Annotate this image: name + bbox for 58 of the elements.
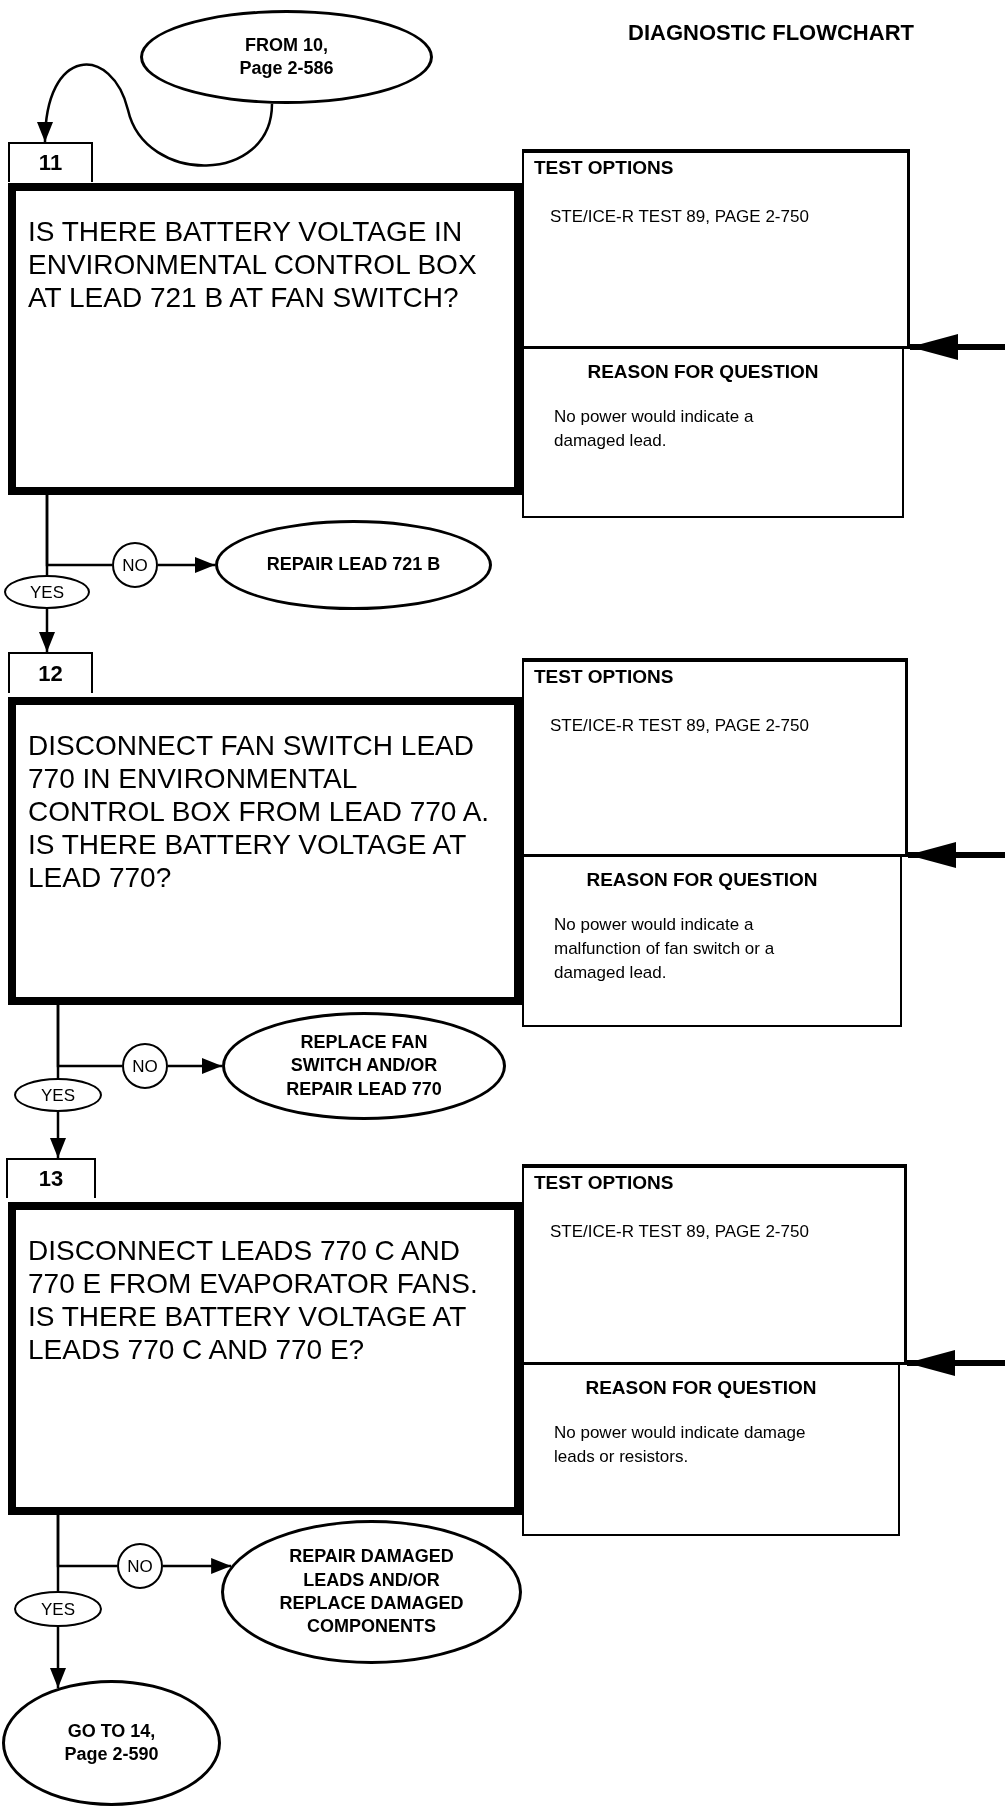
panel-text: STE/ICE-R TEST 89, PAGE 2-750 bbox=[550, 1221, 810, 1243]
arrow bbox=[910, 334, 1005, 360]
step-number-tab bbox=[8, 142, 93, 182]
panel-heading: TEST OPTIONS bbox=[534, 666, 675, 688]
arrow bbox=[50, 1627, 66, 1689]
terminal-text: FROM 10, Page 2-586 bbox=[238, 33, 335, 80]
arrow bbox=[163, 1558, 232, 1574]
answer-text: NO bbox=[132, 1057, 158, 1075]
reason-panel bbox=[522, 349, 904, 518]
answer-circle bbox=[112, 542, 158, 588]
step-number-tab bbox=[6, 1158, 96, 1198]
arrow bbox=[158, 557, 215, 573]
step-number-tab bbox=[8, 652, 93, 693]
panel-heading: REASON FOR QUESTION bbox=[584, 1377, 818, 1399]
question-text: DISCONNECT LEADS 770 C AND 770 E FROM EVAPORATOR FANS. IS THERE BATTERY VOLTAGE AT LEADS 770 C AND 770 E? bbox=[28, 1234, 479, 1367]
terminal-text: REPAIR DAMAGED LEADS AND/OR REPLACE DAMAGED COMPONENTS bbox=[278, 1545, 465, 1639]
step-number: 12 bbox=[38, 660, 63, 687]
answer-text: NO bbox=[127, 1557, 153, 1575]
test-options-panel bbox=[522, 658, 908, 857]
panel-text: No power would indicate a malfunction of fan switch or a damaged lead. bbox=[554, 914, 776, 984]
answer-circle bbox=[117, 1543, 163, 1589]
connector-line bbox=[56, 1515, 60, 1591]
arrow bbox=[907, 1350, 1005, 1376]
arrow bbox=[38, 63, 274, 167]
diagram-title: DIAGNOSTIC FLOWCHART bbox=[628, 20, 914, 46]
terminal-text: REPLACE FAN SWITCH AND/OR REPAIR LEAD 770 bbox=[285, 1030, 443, 1101]
panel-heading: TEST OPTIONS bbox=[534, 1172, 675, 1194]
reason-panel bbox=[522, 857, 902, 1027]
panel-heading: REASON FOR QUESTION bbox=[585, 869, 819, 891]
arrow bbox=[908, 842, 1005, 868]
terminal-text: GO TO 14, Page 2-590 bbox=[63, 1719, 160, 1766]
terminal-text: REPAIR LEAD 721 B bbox=[265, 553, 442, 577]
panel-text: STE/ICE-R TEST 89, PAGE 2-750 bbox=[550, 206, 810, 228]
question-box bbox=[8, 183, 522, 495]
step-number: 13 bbox=[38, 1166, 64, 1192]
connector-line bbox=[45, 495, 49, 575]
answer-circle bbox=[122, 1043, 168, 1089]
question-box bbox=[8, 1202, 522, 1515]
reason-panel bbox=[522, 1365, 900, 1536]
answer-text: YES bbox=[41, 1600, 75, 1618]
question-text: IS THERE BATTERY VOLTAGE IN ENVIRONMENTAL CONTROL BOX AT LEAD 721 B AT FAN SWITCH? bbox=[28, 215, 478, 315]
panel-text: No power would indicate a damaged lead. bbox=[554, 406, 755, 452]
test-options-panel bbox=[522, 1164, 907, 1365]
answer-text: YES bbox=[30, 583, 64, 601]
arrow bbox=[50, 1112, 66, 1158]
answer-text: NO bbox=[122, 556, 148, 574]
panel-heading: TEST OPTIONS bbox=[534, 157, 675, 179]
connector-line bbox=[56, 1005, 60, 1078]
test-options-panel bbox=[522, 149, 910, 349]
arrow bbox=[39, 609, 55, 652]
step-number: 11 bbox=[38, 150, 63, 176]
arrow bbox=[168, 1058, 222, 1074]
panel-text: STE/ICE-R TEST 89, PAGE 2-750 bbox=[550, 715, 810, 737]
question-box bbox=[8, 697, 522, 1005]
answer-text: YES bbox=[41, 1086, 75, 1104]
panel-text: No power would indicate damage leads or resistors. bbox=[554, 1422, 807, 1468]
question-text: DISCONNECT FAN SWITCH LEAD 770 IN ENVIRONMENTAL CONTROL BOX FROM LEAD 770 A. IS THERE BATTERY VOLTAGE AT LEAD 770? bbox=[28, 729, 491, 895]
panel-heading: REASON FOR QUESTION bbox=[586, 361, 820, 383]
